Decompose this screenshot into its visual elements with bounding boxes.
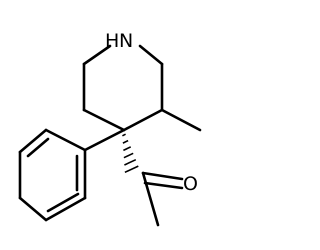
bond-n-c6	[138, 44, 164, 66]
phenyl-ring	[18, 128, 126, 222]
bond-c5-c4	[122, 108, 164, 132]
bond-c2-n	[82, 44, 112, 66]
bond-ph-inner-2	[46, 192, 80, 213]
hash-line	[122, 133, 126, 137]
bond-carbonyl-inner	[143, 181, 184, 190]
oxygen-text: O	[183, 173, 198, 195]
bond-ph5-ph6	[44, 196, 87, 222]
hash-line	[123, 152, 134, 159]
bond-c5-methyl	[160, 108, 202, 132]
hash-line	[122, 139, 129, 144]
nitrogen-label: H N	[105, 30, 133, 52]
nitrogen-h-text: H	[105, 30, 119, 52]
bond-acetyl-methyl	[141, 171, 160, 227]
hash-line	[123, 146, 132, 152]
acetyl-group	[141, 171, 184, 227]
bond-ph2-ph3	[18, 128, 48, 154]
bond-carbonyl-outer	[141, 171, 184, 181]
bond-c4-phenyl	[83, 128, 126, 152]
hash-line	[124, 158, 137, 166]
bond-c4-c3	[82, 108, 126, 132]
bond-ph-inner-1	[26, 137, 50, 158]
hashed-wedge-bond	[122, 133, 139, 174]
hash-line	[124, 165, 139, 174]
piperidine-ring	[82, 44, 164, 132]
molecule-canvas: H N O	[18, 30, 202, 227]
molecule-structure: H N O	[18, 30, 202, 227]
nitrogen-text: N	[119, 30, 133, 52]
bond-ph1-ph2	[44, 128, 87, 152]
bond-ph4-ph5	[18, 196, 48, 222]
